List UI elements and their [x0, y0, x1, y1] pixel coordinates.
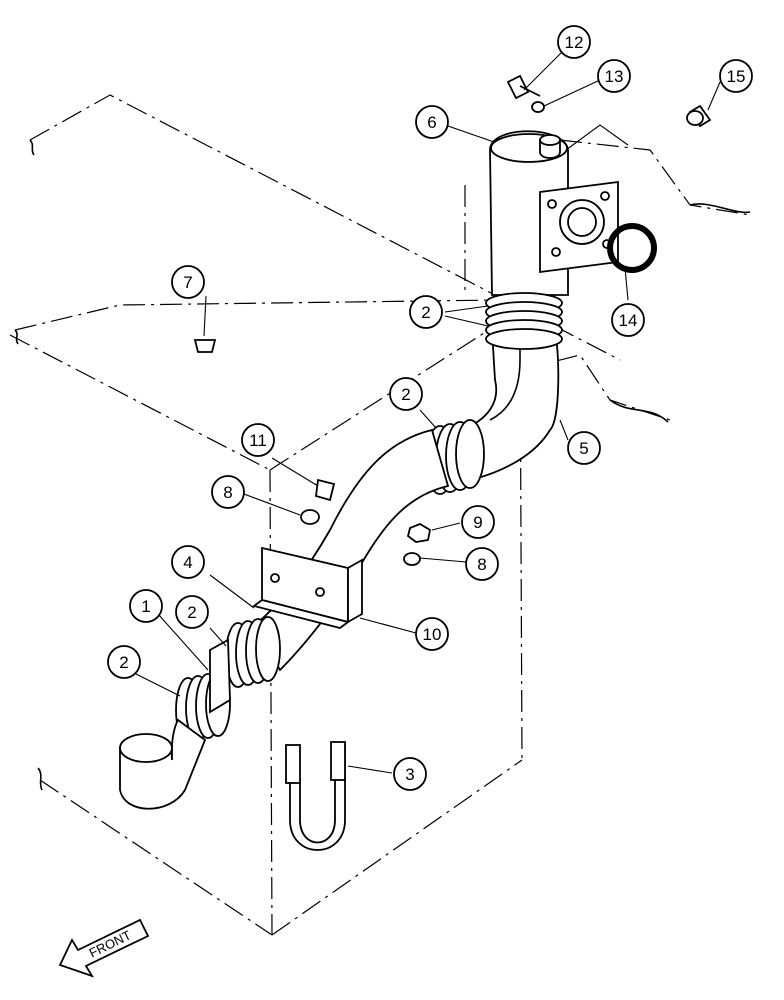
inlet-elbow: [119, 718, 207, 810]
callout-2b-label: 2: [401, 385, 410, 404]
front-label: FRONT: [87, 927, 134, 960]
u-bolt-3: [285, 741, 346, 851]
callout-8b-label: 8: [477, 555, 486, 574]
callout-11: 11: [241, 423, 275, 457]
callout-13: 13: [597, 59, 631, 93]
callout-3: 3: [393, 757, 427, 791]
callout-8a: 8: [211, 475, 245, 509]
callout-5-label: 5: [579, 439, 588, 458]
hardware: [193, 74, 712, 566]
tube-6: [489, 124, 629, 296]
callout-7-label: 7: [183, 273, 192, 292]
callout-3-label: 3: [405, 765, 414, 784]
callout-15: 15: [719, 59, 753, 93]
seal-ring-14: [607, 223, 657, 273]
callout-11-label: 11: [249, 431, 267, 450]
callout-5: 5: [567, 431, 601, 465]
hose-clamp-upper: [485, 292, 563, 350]
callout-2c-label: 2: [187, 603, 196, 622]
callout-9: 9: [461, 505, 495, 539]
callout-2d: 2: [107, 645, 141, 679]
elbow-5: [458, 329, 560, 480]
callout-15-label: 15: [727, 67, 746, 86]
callout-4: 4: [171, 545, 205, 579]
callout-6-label: 6: [427, 113, 436, 132]
callout-12-label: 12: [565, 33, 584, 52]
hose-1: [209, 638, 231, 714]
callout-10-label: 10: [423, 625, 442, 644]
callout-12: 12: [557, 25, 591, 59]
callout-13-label: 13: [605, 67, 624, 86]
callout-10: 10: [415, 617, 449, 651]
leader-lines: [135, 45, 721, 774]
callout-2d-label: 2: [119, 653, 128, 672]
front-direction-arrow: FRONT: [58, 918, 150, 978]
callout-14-label: 14: [619, 311, 638, 330]
callout-8b: 8: [465, 547, 499, 581]
callout-2c: 2: [175, 595, 209, 629]
callout-8a-label: 8: [223, 483, 232, 502]
callout-2a: 2: [409, 295, 443, 329]
callout-2b: 2: [389, 377, 423, 411]
callout-2a-label: 2: [421, 303, 430, 322]
callout-14: 14: [611, 303, 645, 337]
bracket-10: [251, 546, 363, 629]
callout-1: 1: [129, 589, 163, 623]
callout-1-label: 1: [141, 597, 150, 616]
callout-6: 6: [415, 105, 449, 139]
callout-9-label: 9: [473, 513, 482, 532]
callout-7: 7: [171, 265, 205, 299]
callout-4-label: 4: [183, 553, 192, 572]
